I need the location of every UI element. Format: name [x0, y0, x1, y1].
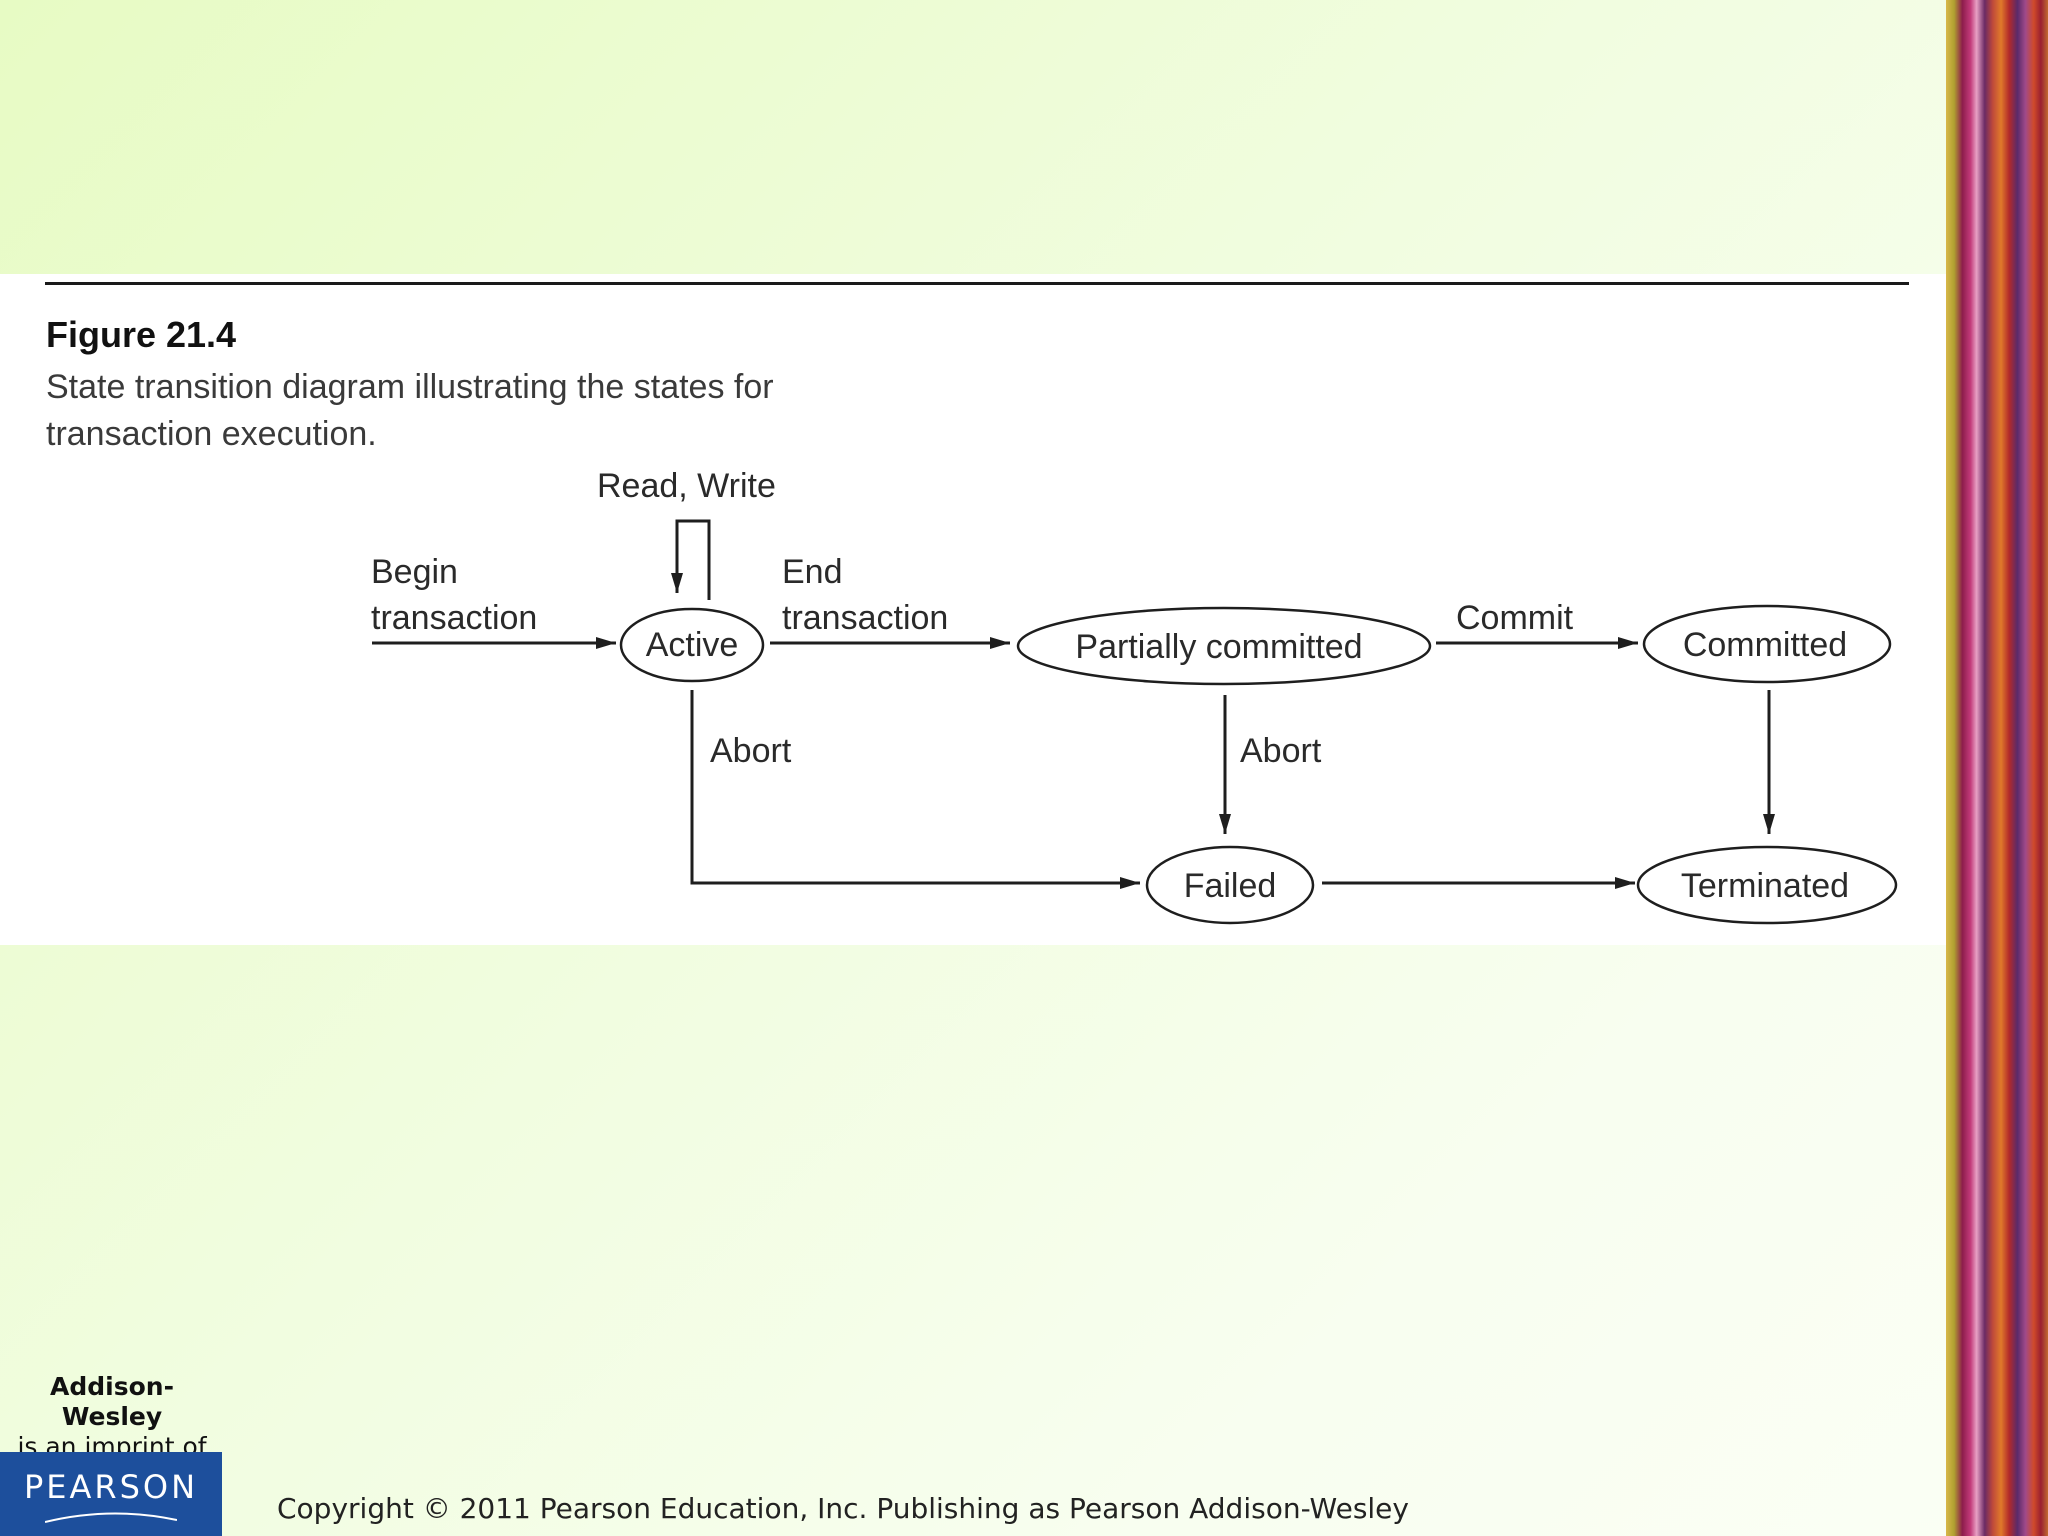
- pearson-logo-text: PEARSON: [23, 1468, 199, 1506]
- node-terminated: [1636, 845, 1898, 925]
- figure-title: Figure 21.4: [46, 314, 237, 355]
- figure-rule: [45, 282, 1909, 285]
- node-label-failed: Failed: [1184, 867, 1277, 905]
- copyright-notice: Copyright © 2011 Pearson Education, Inc.…: [277, 1492, 1409, 1525]
- edge-label-read-write: Read, Write: [597, 467, 776, 505]
- edge-label-end-line2: transaction: [782, 599, 948, 637]
- node-committed: [1642, 604, 1892, 684]
- pearson-swoosh-icon: [45, 1512, 177, 1523]
- publisher-name: Addison-Wesley: [50, 1372, 174, 1431]
- figure-panel: [0, 274, 1946, 945]
- state-transition-diagram: Active Partially committed Committed Fai…: [371, 467, 1898, 925]
- edge-label-end-line1: End: [782, 553, 843, 591]
- decorative-stripe: [1946, 0, 2048, 1536]
- edge-read-write-loop: [671, 519, 711, 600]
- node-partially-committed: [1016, 606, 1432, 686]
- node-label-active: Active: [646, 626, 739, 664]
- node-label-partially-committed: Partially committed: [1075, 628, 1362, 666]
- publisher-imprint: Addison-Wesley is an imprint of: [17, 1372, 207, 1462]
- node-active: [619, 607, 765, 683]
- edge-label-begin-line1: Begin: [371, 553, 458, 591]
- pearson-logo: PEARSON: [0, 1452, 222, 1536]
- edge-label-abort-active: Abort: [710, 732, 792, 770]
- edge-label-commit: Commit: [1456, 599, 1574, 637]
- node-label-committed: Committed: [1683, 626, 1847, 664]
- node-label-terminated: Terminated: [1681, 867, 1849, 905]
- figure-caption: State transition diagram illustrating th…: [46, 368, 774, 453]
- edge-abort-active: [690, 690, 1140, 889]
- node-failed: [1145, 845, 1315, 925]
- edge-label-abort-partial: Abort: [1240, 732, 1322, 770]
- edge-label-begin-line2: transaction: [371, 599, 537, 637]
